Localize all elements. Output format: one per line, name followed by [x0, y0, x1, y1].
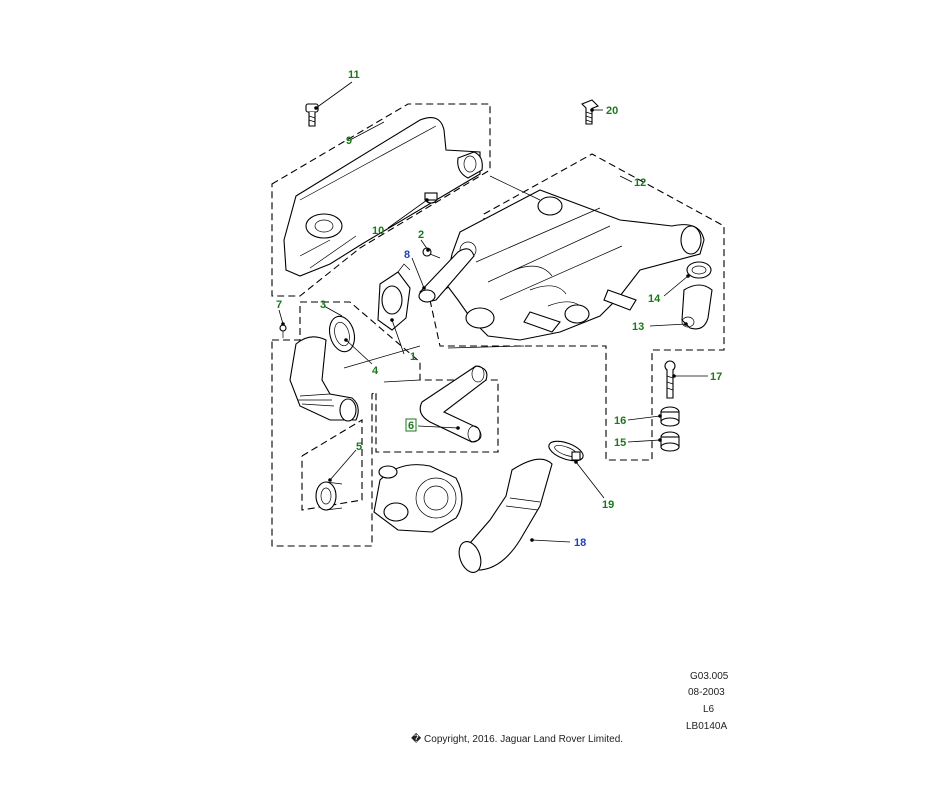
callout-12: 12 [634, 177, 646, 189]
engine-outline [343, 175, 541, 383]
leaders [278, 81, 708, 543]
callout-18: 18 [574, 537, 586, 549]
bolt [305, 103, 319, 127]
tube [418, 248, 475, 303]
callout-11: 11 [348, 69, 360, 81]
callout-8: 8 [404, 249, 410, 261]
air-cleaner-cover [283, 117, 483, 277]
coupling [315, 481, 343, 511]
callout-16: 16 [614, 415, 626, 427]
callout-13: 13 [632, 321, 644, 333]
callout-15: 15 [614, 437, 626, 449]
screw-small [279, 324, 287, 338]
hose-clamp [548, 440, 584, 462]
turbocharger [373, 464, 463, 533]
seal-ring [328, 315, 356, 353]
intake-manifold [445, 189, 705, 341]
pipe [419, 365, 488, 443]
callout-3: 3 [320, 299, 326, 311]
callout-labels: 11 9 10 20 12 2 8 1 14 13 17 16 15 19 18… [276, 69, 722, 549]
intercooler-duct [289, 336, 359, 422]
callout-1: 1 [410, 351, 416, 363]
group-boundary-air-cleaner-cover [271, 103, 491, 297]
bolt-mount [664, 360, 676, 399]
throttle-body [377, 263, 411, 331]
illustration-number: LB0140A [686, 721, 728, 732]
callout-2: 2 [418, 229, 424, 241]
callout-20: 20 [606, 105, 618, 117]
screw [422, 247, 441, 259]
diagram-date: 08-2003 [688, 687, 725, 698]
callout-4: 4 [372, 365, 379, 377]
diagram-reference-code: G03.005 [690, 671, 729, 682]
callout-7: 7 [276, 299, 282, 311]
clip [686, 261, 712, 279]
bush [660, 431, 680, 452]
callout-9: 9 [346, 135, 352, 147]
group-boundary-duct-inner [301, 419, 363, 511]
callout-19: 19 [602, 499, 614, 511]
callout-6: 6 [408, 420, 414, 432]
spacer [660, 406, 680, 427]
callout-5: 5 [356, 441, 362, 453]
callout-6-box [405, 418, 417, 432]
callout-10: 10 [372, 225, 384, 237]
copyright-notice: � Copyright, 2016. Jaguar Land Rover Lim… [411, 734, 624, 745]
fastener [581, 99, 599, 125]
callout-17: 17 [710, 371, 722, 383]
hose [681, 284, 713, 330]
callout-14: 14 [648, 293, 661, 305]
diagram-model: L6 [703, 704, 715, 715]
intake-hose [458, 458, 553, 573]
